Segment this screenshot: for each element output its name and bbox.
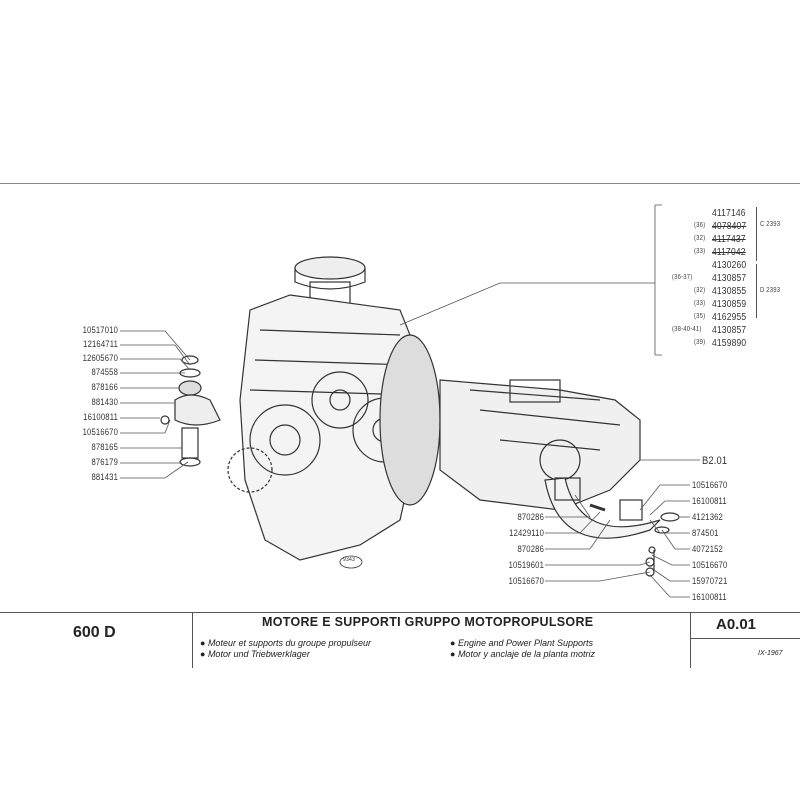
part-number: 10516670 <box>692 560 728 570</box>
part-number: 870286 <box>517 544 544 554</box>
reference-note: (38-40-41) <box>672 326 702 333</box>
fan-housing <box>379 334 441 506</box>
part-number: 874558 <box>91 367 118 377</box>
subtitle-fr: Moteur et supports du groupe propulseur <box>207 638 372 648</box>
gearbox-mount-strap <box>544 477 661 539</box>
part-number: 4130857 <box>712 273 747 284</box>
part-number: 4117146 <box>712 208 746 219</box>
part-number: 10516670 <box>692 480 728 490</box>
model-label: 600 D <box>73 624 116 641</box>
flywheel <box>227 447 273 493</box>
part-number: 10519601 <box>508 560 544 570</box>
part-number: 4117437 <box>712 234 746 245</box>
part-number: 4130855 <box>712 286 747 297</box>
reference-note: (35) <box>694 313 706 320</box>
part-number: 10517010 <box>82 325 118 335</box>
part-number: 4162955 <box>712 312 747 323</box>
reference-note: (36) <box>694 222 706 229</box>
figure-number-badge <box>339 555 363 569</box>
part-number: 878165 <box>91 442 118 452</box>
part-number: 10516670 <box>82 427 118 437</box>
part-number: 10516670 <box>508 576 544 586</box>
reference-note: (33) <box>694 248 706 255</box>
part-number: 874501 <box>692 528 719 538</box>
part-number: 4159890 <box>712 338 747 349</box>
reference-note: (39) <box>694 339 706 346</box>
footer-code-rule <box>690 638 800 639</box>
pulley <box>249 404 321 476</box>
page-title: MOTORE E SUPPORTI GRUPPO MOTOPROPULSORE <box>262 615 594 629</box>
subtitle-de: Motor und Triebwerklager <box>207 649 310 659</box>
page-code: A0.01 <box>716 616 757 633</box>
part-number: 12164711 <box>83 339 118 349</box>
footer-divider <box>690 613 691 668</box>
part-number: 12605670 <box>82 353 118 363</box>
part-number: 12429110 <box>509 528 544 538</box>
part-number: 16100811 <box>83 412 118 422</box>
part-number: 881431 <box>91 472 118 482</box>
gearbox <box>439 379 641 511</box>
air-filter <box>294 256 366 280</box>
reference-note: (33) <box>694 300 706 307</box>
bracket-c <box>756 207 757 261</box>
part-number: 15970721 <box>692 576 728 586</box>
bracket-d <box>756 264 757 318</box>
bottom-rule <box>0 612 800 613</box>
part-number: 4078407 <box>712 221 747 232</box>
part-number: 4130859 <box>712 299 747 310</box>
reference-note: (32) <box>694 235 706 242</box>
reference-note: (36-37) <box>672 274 693 281</box>
part-number: 16100811 <box>692 496 727 506</box>
figure-number: 9343 <box>343 557 356 563</box>
part-number: 16100811 <box>692 592 727 602</box>
part-number: 876179 <box>91 457 118 467</box>
part-number: 870286 <box>517 512 544 522</box>
part-number: 4117042 <box>712 247 746 258</box>
part-number: 4121362 <box>692 512 723 522</box>
part-number: 4072152 <box>692 544 723 554</box>
subtitle-en: Engine and Power Plant Supports <box>457 638 594 648</box>
crossref-label: B2.01 <box>702 455 728 467</box>
part-number: 4130857 <box>712 325 747 336</box>
variant-label-d: D 2393 <box>760 287 781 294</box>
part-number: 4130260 <box>712 260 747 271</box>
top-rule <box>0 183 800 184</box>
footer-divider <box>192 613 193 668</box>
issue-date: IX-1967 <box>758 650 783 657</box>
subtitle-es: Motor y anclaje de la planta motriz <box>457 649 596 659</box>
part-number: 881430 <box>91 397 118 407</box>
part-number: 878166 <box>91 382 118 392</box>
variant-label-c: C 2393 <box>760 221 781 228</box>
reference-note: (32) <box>694 287 706 294</box>
